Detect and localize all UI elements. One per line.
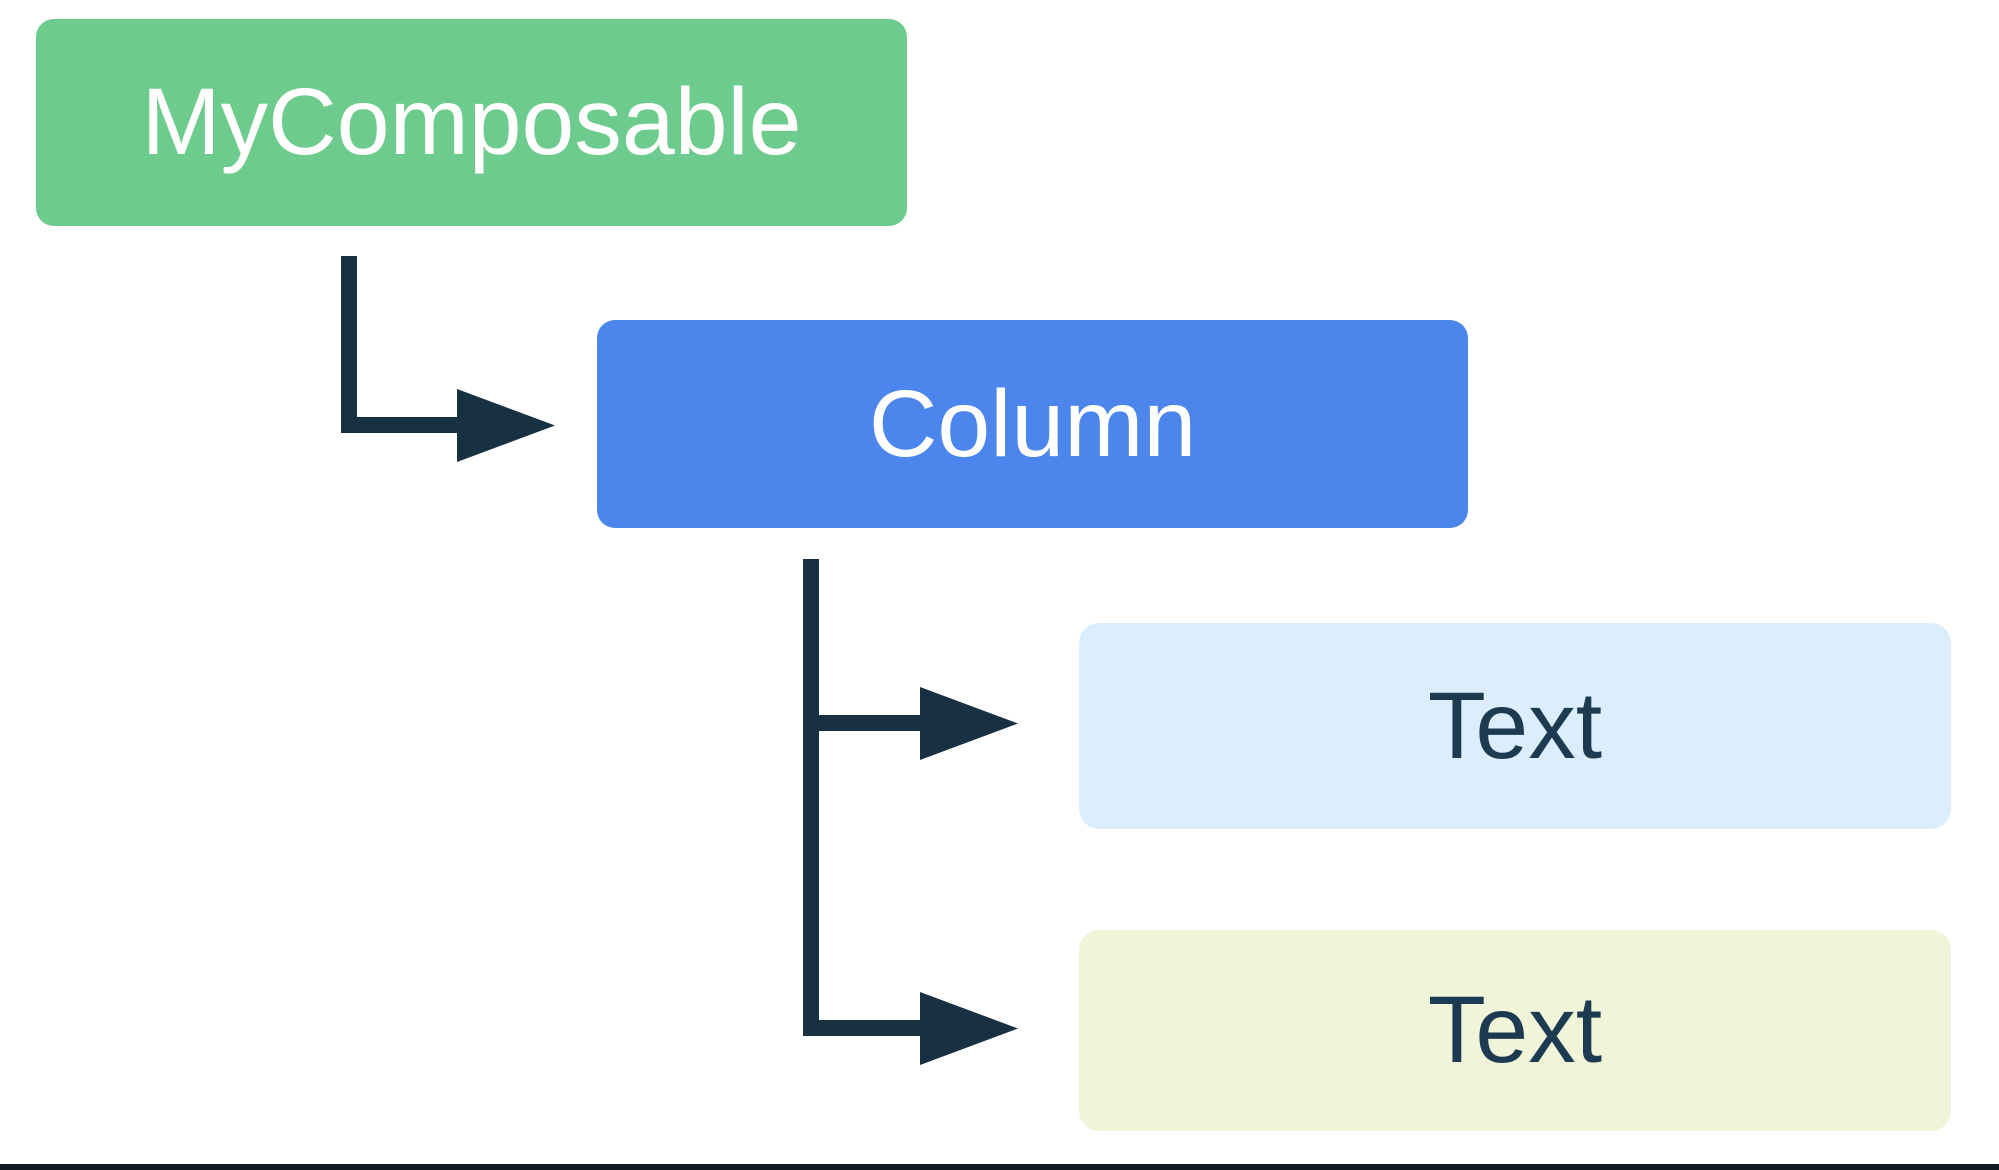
arrow-column-to-text2-horizontal-line: [803, 1020, 920, 1036]
node-text-second-label: Text: [1427, 977, 1603, 1083]
node-mycomposable-label: MyComposable: [141, 69, 802, 175]
arrow-root-to-column-vertical-line: [341, 256, 357, 433]
arrow-root-to-column-horizontal-line: [341, 417, 457, 433]
node-column-label: Column: [868, 370, 1197, 477]
bottom-border-line: [0, 1164, 1999, 1170]
node-text-first-label: Text: [1427, 672, 1603, 779]
node-text-second: Text: [1079, 930, 1951, 1131]
node-column: Column: [597, 320, 1468, 528]
arrow-column-to-text1-horizontal-line: [803, 715, 920, 731]
arrow-column-to-text2-arrowhead-icon: [920, 992, 1018, 1065]
arrow-root-to-column-arrowhead-icon: [457, 389, 555, 462]
node-mycomposable: MyComposable: [36, 19, 907, 226]
arrow-column-children-trunk-line: [803, 559, 819, 1036]
node-text-first: Text: [1079, 623, 1951, 829]
arrow-column-to-text1-arrowhead-icon: [920, 687, 1018, 760]
